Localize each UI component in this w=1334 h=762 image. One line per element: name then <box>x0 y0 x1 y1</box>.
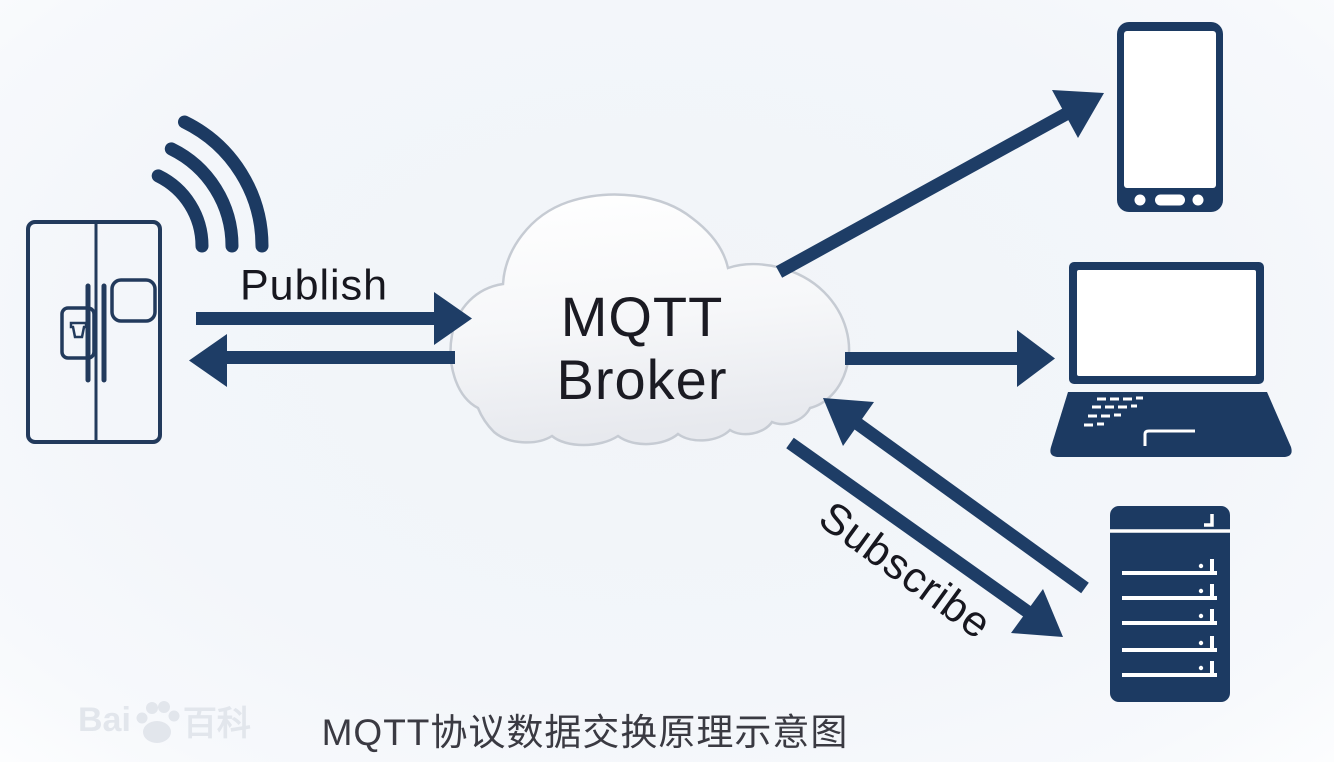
laptop-touchpad <box>1143 429 1195 446</box>
laptop-icon <box>1050 262 1292 457</box>
server-top-indicator <box>1204 514 1214 527</box>
fridge-ice-box <box>110 278 157 323</box>
laptop-keys <box>1084 396 1143 427</box>
watermark-suffix: 百科 <box>182 704 251 743</box>
smartphone-icon <box>1117 22 1223 212</box>
laptop-screen <box>1077 270 1256 376</box>
server-to-broker-arrow <box>823 398 1089 594</box>
diagram-caption: MQTT协议数据交换原理示意图 <box>321 712 849 753</box>
phone-screen <box>1124 31 1216 188</box>
broker-label-line2: Broker <box>556 348 728 411</box>
broker-to-phone-arrow <box>775 90 1104 278</box>
phone-home-button <box>1155 194 1185 206</box>
broker-to-server-arrow <box>786 437 1063 637</box>
fridge-handles <box>85 283 107 383</box>
phone-button-left <box>1134 194 1146 206</box>
server-bays <box>1122 559 1217 677</box>
server-icon <box>1110 506 1230 702</box>
broker-to-laptop-arrow <box>845 330 1055 387</box>
wifi-waves-icon <box>151 115 269 253</box>
phone-button-right <box>1192 194 1204 206</box>
broker-label: MQTT Broker <box>557 285 728 411</box>
baidu-watermark: Bai 百科 <box>78 694 251 746</box>
fridge-dispenser <box>60 306 96 360</box>
publish-arrow-to-broker <box>196 292 472 345</box>
baidu-paw-icon <box>136 701 180 743</box>
fridge-dispenser-cup <box>69 321 88 339</box>
watermark-prefix: Bai <box>78 700 131 739</box>
publish-label: Publish <box>239 261 389 310</box>
fridge-body <box>26 220 162 444</box>
broker-label-line1: MQTT <box>560 285 724 348</box>
broker-to-fridge-arrow <box>189 334 455 387</box>
smart-fridge-icon <box>26 220 162 444</box>
